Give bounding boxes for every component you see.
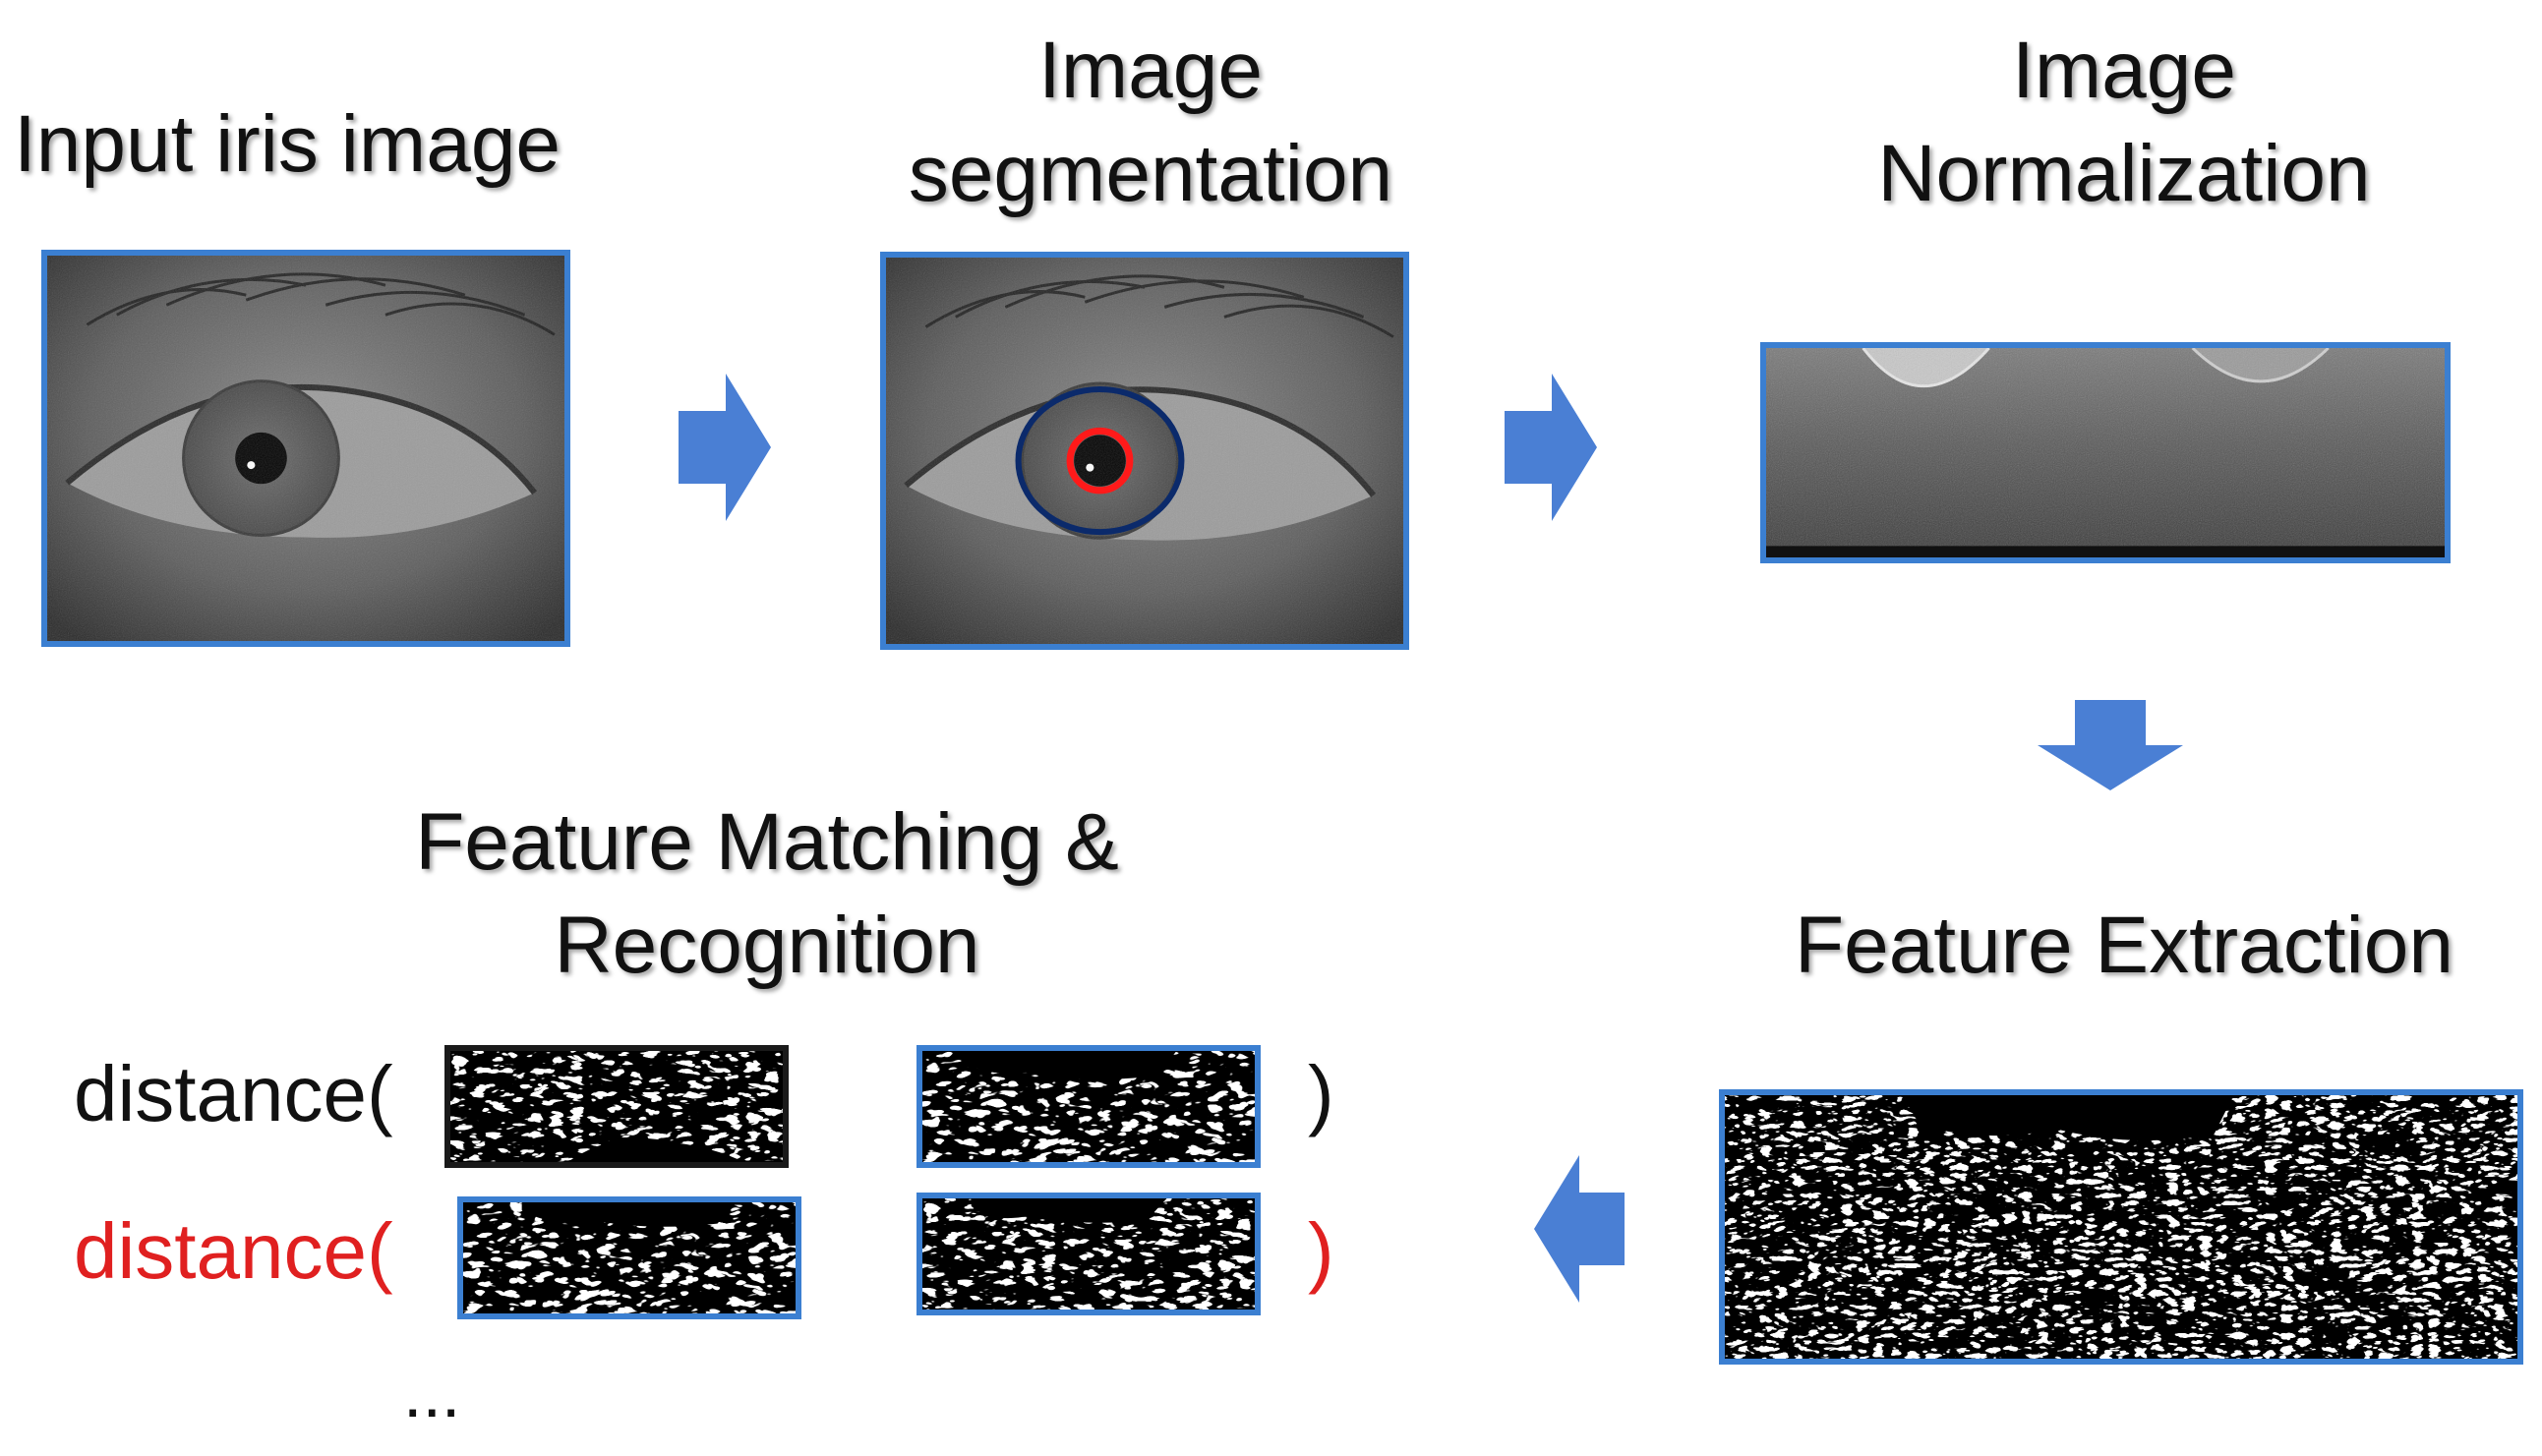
matching-label: Feature Matching & Recognition bbox=[374, 786, 1160, 1003]
arrow-right-icon bbox=[1505, 374, 1597, 521]
iris-code-query-1 bbox=[444, 1045, 789, 1168]
segmented-eye-image bbox=[880, 252, 1409, 650]
input-eye-image bbox=[41, 250, 570, 647]
distance-row-1-suffix: ) bbox=[1308, 1050, 1334, 1137]
iris-boundary bbox=[1015, 386, 1185, 536]
more-rows-ellipsis: ... bbox=[403, 1355, 461, 1431]
normalization-label-line2: Normalization bbox=[1877, 128, 2371, 218]
distance-row-1-prefix: distance( bbox=[74, 1050, 393, 1137]
iris-code-large bbox=[1719, 1089, 2523, 1365]
iris-code-query-2 bbox=[457, 1196, 801, 1319]
segmentation-label-line2: segmentation bbox=[908, 128, 1393, 218]
segmentation-label-line1: Image bbox=[1038, 26, 1263, 115]
segmentation-label: Image segmentation bbox=[856, 15, 1446, 231]
arrow-left-icon bbox=[1534, 1155, 1625, 1303]
pupil-boundary bbox=[1066, 427, 1134, 495]
arrow-down-icon bbox=[2038, 700, 2183, 790]
matching-label-line2: Recognition bbox=[554, 900, 980, 990]
normalization-label: Image Normalization bbox=[1819, 15, 2429, 231]
normalized-iris-image bbox=[1760, 342, 2451, 563]
arrow-right-icon bbox=[679, 374, 771, 521]
distance-row-2-prefix: distance( bbox=[74, 1207, 393, 1295]
normalization-label-line1: Image bbox=[2012, 26, 2236, 115]
input-label: Input iris image bbox=[14, 99, 562, 189]
matching-label-line1: Feature Matching & bbox=[415, 797, 1119, 887]
distance-row-2-suffix: ) bbox=[1308, 1207, 1334, 1295]
iris-code-gallery-1 bbox=[916, 1045, 1261, 1168]
iris-code-gallery-2 bbox=[916, 1193, 1261, 1315]
extraction-label: Feature Extraction bbox=[1795, 901, 2453, 990]
